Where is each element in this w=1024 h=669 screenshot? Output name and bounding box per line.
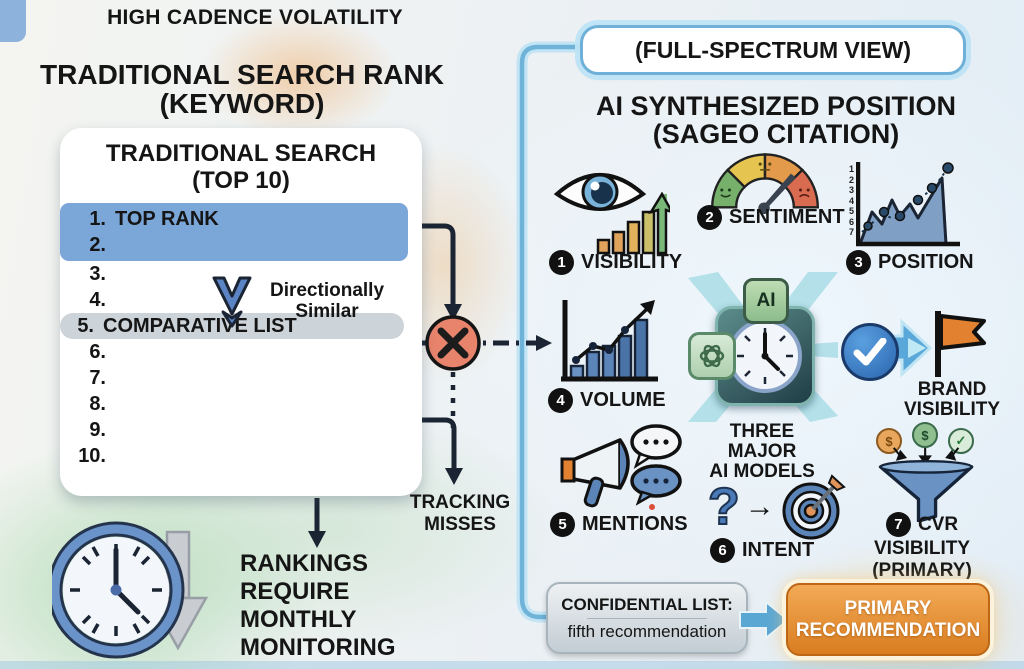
primary-recommendation-box: PRIMARY RECOMMENDATION	[786, 583, 990, 656]
rising-bars-icon	[596, 192, 670, 255]
number-badge-3: 3	[846, 250, 871, 275]
directionally-similar-label: Directionally Similar	[269, 280, 385, 323]
full-spectrum-pill: (FULL-SPECTRUM VIEW)	[580, 25, 966, 75]
rank-row-10: 10.	[78, 444, 106, 467]
sentiment-label: 2 SENTIMENT	[697, 205, 845, 230]
rank-row-7: 7.	[89, 366, 106, 389]
intent-label: 6 INTENT	[710, 538, 814, 563]
visibility-label: 1 VISIBILITY	[549, 250, 682, 275]
number-badge-1: 1	[549, 250, 574, 275]
volatility-title: HIGH CADENCE VOLATILITY	[107, 6, 403, 29]
dollar-coin-green-icon: $	[912, 422, 938, 448]
traditional-search-rank-heading: TRADITIONAL SEARCH RANK (KEYWORD)	[8, 60, 476, 118]
rank-list: 1. TOP RANK 2. 3. 4. 5. COMPARATIVE LIST…	[60, 202, 422, 469]
dollar-coin-icon: $	[876, 428, 902, 454]
tracking-misses-label: TRACKING MISSES	[409, 492, 511, 535]
rank-row-1: 1. TOP RANK	[89, 207, 219, 230]
bottom-edge-decoration	[0, 661, 1024, 669]
card-title: TRADITIONAL SEARCH (TOP 10)	[105, 140, 377, 194]
funnel-icon	[878, 447, 974, 522]
megaphone-icon	[560, 438, 630, 508]
number-badge-7: 7	[885, 512, 911, 537]
brand-visibility-label: BRAND VISIBILITY	[903, 379, 1001, 420]
traditional-search-card: TRADITIONAL SEARCH (TOP 10) 1. TOP RANK …	[60, 128, 422, 496]
chip-clock-face	[728, 319, 802, 393]
ai-model-badge: AI	[743, 278, 789, 324]
rank-row-3: 3.	[89, 262, 106, 285]
confidential-subtitle: fifth recommendation	[567, 621, 727, 641]
number-badge-2: 2	[697, 205, 722, 230]
confidential-title: CONFIDENTIAL LIST:	[561, 594, 733, 614]
ai-synthesized-heading: AI SYNTHESIZED POSITION (SAGEO CITATION)	[595, 91, 957, 150]
speech-bubbles-icon	[630, 424, 682, 510]
question-mark-icon: ?	[707, 478, 741, 536]
volume-label: 4 VOLUME	[548, 388, 666, 413]
check-coin-icon: ✓	[948, 428, 974, 454]
rank-row-6: 6.	[89, 340, 106, 363]
blue-arrow-icon	[739, 600, 790, 640]
check-icon	[841, 323, 899, 381]
three-major-ai-models-label: THREE MAJOR AI MODELS	[709, 421, 815, 482]
ai-chip-icon: AI	[688, 272, 838, 422]
heading-line-1: TRADITIONAL SEARCH RANK	[40, 59, 444, 90]
openai-logo-icon	[688, 332, 736, 380]
chevron-down-icon	[212, 276, 252, 328]
funnel-group: $ $ ✓	[868, 422, 988, 522]
heading-line-2: (KEYWORD)	[159, 88, 325, 120]
position-label: 3 POSITION	[846, 250, 974, 275]
rank-highlight-blue: 1. TOP RANK 2.	[60, 202, 408, 261]
rank-row-4: 4.	[89, 288, 106, 311]
cvr-visibility-label: 7 CVR VISIBILITY (PRIMARY)	[872, 512, 972, 581]
corner-decoration	[0, 0, 26, 42]
rank-row-8: 8.	[89, 392, 106, 415]
number-badge-5: 5	[550, 512, 575, 537]
rank-row-2: 2.	[89, 233, 106, 256]
number-badge-6: 6	[710, 538, 735, 563]
ai-chip-body	[715, 306, 815, 406]
mentions-label: 5 MENTIONS	[550, 512, 688, 537]
rank-row-9: 9.	[89, 418, 106, 441]
volume-chart-icon	[561, 300, 658, 382]
confidential-list-box: CONFIDENTIAL LIST: fifth recommendation	[546, 582, 748, 654]
clock-icon	[52, 521, 209, 659]
small-right-arrow-icon: →	[744, 490, 775, 523]
number-badge-4: 4	[548, 388, 573, 413]
flag-icon	[935, 311, 986, 377]
target-icon	[782, 474, 846, 540]
divider	[587, 617, 707, 619]
eye-icon	[553, 173, 647, 211]
sentiment-gauge-icon	[710, 153, 820, 214]
intent-group: ? →	[707, 474, 846, 540]
monthly-monitoring-label: RANKINGS REQUIRE MONTHLY MONITORING	[240, 550, 396, 661]
